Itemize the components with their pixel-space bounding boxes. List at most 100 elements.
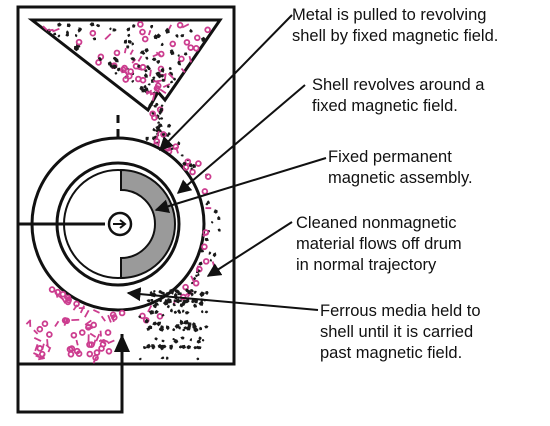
ferrous-particle — [81, 306, 84, 313]
ferrous-particle — [55, 321, 59, 326]
nonmagnetic-particle — [166, 325, 170, 330]
callout-5-line-2: shell until it is carried — [320, 322, 481, 343]
callout-2-line-2: fixed magnetic field. — [312, 96, 484, 117]
nonmagnetic-particle — [132, 24, 135, 28]
nonmagnetic-particle — [190, 338, 193, 341]
nonmagnetic-particle — [152, 58, 157, 62]
callout-fixed-magnet: Fixed permanent magnetic assembly. — [328, 147, 473, 189]
callout-5-line-1: Ferrous media held to — [320, 301, 481, 322]
nonmagnetic-particle — [218, 228, 221, 231]
nonmagnetic-particle — [180, 34, 184, 37]
nonmagnetic-particle — [128, 40, 132, 44]
nonmagnetic-particle — [180, 336, 184, 339]
ferrous-particle — [127, 74, 132, 79]
nonmagnetic-particle — [131, 80, 134, 83]
ferrous-particle — [95, 350, 100, 355]
ferrous-particle — [107, 349, 112, 354]
nonmagnetic-particle — [175, 34, 178, 38]
nonmagnetic-particle — [117, 68, 120, 72]
ferrous-particle — [105, 34, 111, 39]
ferrous-particle — [170, 42, 175, 47]
nonmagnetic-particle — [189, 29, 193, 33]
ferrous-particle — [206, 174, 211, 179]
nonmagnetic-particle — [169, 67, 172, 70]
nonmagnetic-particle — [167, 85, 170, 88]
callout-4-line-1: Cleaned nonmagnetic — [296, 213, 462, 234]
ferrous-particle — [202, 244, 207, 249]
splitter-chute — [18, 334, 122, 412]
nonmagnetic-particle — [166, 356, 169, 360]
nonmagnetic-particle — [202, 339, 205, 342]
nonmagnetic-particle — [198, 337, 201, 341]
ferrous-particle — [37, 327, 42, 332]
nonmagnetic-particle — [115, 72, 118, 75]
ferrous-particle — [190, 170, 195, 175]
nonmagnetic-particle — [150, 25, 153, 29]
nonmagnetic-particle — [156, 322, 161, 327]
nonmagnetic-particle — [146, 344, 151, 349]
nonmagnetic-particle — [156, 33, 161, 38]
nonmagnetic-particle — [205, 238, 209, 241]
ferrous-particle — [61, 292, 66, 297]
nonmagnetic-particle — [185, 311, 190, 314]
nonmagnetic-particle — [126, 27, 130, 31]
callout-4-line-2: material flows off drum — [296, 234, 462, 255]
splitter-tip — [114, 334, 130, 352]
nonmagnetic-particle — [194, 291, 197, 295]
ferrous-particle — [43, 321, 48, 326]
ferrous-particle — [195, 35, 200, 40]
ferrous-particle — [87, 352, 92, 357]
ferrous-particle — [90, 333, 95, 337]
nonmagnetic-particle — [181, 345, 186, 349]
nonmagnetic-particle — [144, 48, 149, 53]
nonmagnetic-particle — [213, 252, 217, 257]
ferrous-particle — [185, 40, 190, 45]
ferrous-particle — [94, 340, 95, 345]
feed-hopper — [32, 20, 220, 110]
ferrous-discharge-pile — [26, 318, 114, 363]
ferrous-particle — [40, 352, 45, 357]
ferrous-particle — [184, 165, 189, 170]
nonmagnetic-particle — [182, 309, 185, 312]
nonmagnetic-particle — [162, 340, 165, 343]
nonmagnetic-particle — [131, 42, 134, 45]
ferrous-particle — [141, 78, 146, 83]
callout-ferrous-held: Ferrous media held to shell until it is … — [320, 301, 481, 364]
ferrous-particle — [34, 338, 41, 341]
nonmagnetic-particle — [109, 27, 112, 30]
leader-line-2 — [178, 85, 305, 193]
ferrous-particle — [125, 48, 126, 53]
callout-nonmagnetic-flow: Cleaned nonmagnetic material flows off d… — [296, 213, 462, 276]
callout-2-line-1: Shell revolves around a — [312, 75, 484, 96]
ferrous-particle — [213, 262, 215, 269]
nonmagnetic-particle — [143, 346, 146, 349]
callout-3-line-2: magnetic assembly. — [328, 168, 473, 189]
nonmagnetic-particle — [148, 83, 151, 85]
callout-1-line-2: shell by fixed magnetic field. — [292, 26, 498, 47]
ferrous-particle — [102, 316, 106, 321]
nonmagnetic-particle — [145, 57, 148, 60]
ferrous-particle — [96, 334, 99, 341]
ferrous-particle — [50, 287, 55, 292]
nonmagnetic-particle — [173, 78, 176, 81]
nonmagnetic-particle — [196, 358, 199, 361]
ferrous-particle — [169, 25, 171, 29]
hopper-particles — [43, 22, 210, 101]
leader-line-1 — [160, 15, 292, 150]
nonmagnetic-particle — [210, 259, 212, 262]
ferrous-particle — [37, 346, 42, 351]
nonmagnetic-particle — [204, 325, 208, 328]
ferrous-particle — [191, 276, 194, 282]
nonmagnetic-particle — [170, 308, 173, 312]
nonmagnetic-particle — [167, 124, 171, 128]
ferrous-particle — [196, 161, 201, 166]
nonmagnetic-particle — [67, 24, 71, 28]
callout-1-line-1: Metal is pulled to revolving — [292, 5, 498, 26]
ferrous-particle — [194, 281, 199, 286]
ferrous-particle — [138, 22, 143, 27]
nonmagnetic-particle — [209, 251, 212, 255]
nonmagnetic-particle — [170, 80, 173, 83]
ferrous-particle — [130, 50, 133, 55]
nonmagnetic-particle — [124, 39, 127, 43]
nonmagnetic-particle — [199, 327, 202, 331]
